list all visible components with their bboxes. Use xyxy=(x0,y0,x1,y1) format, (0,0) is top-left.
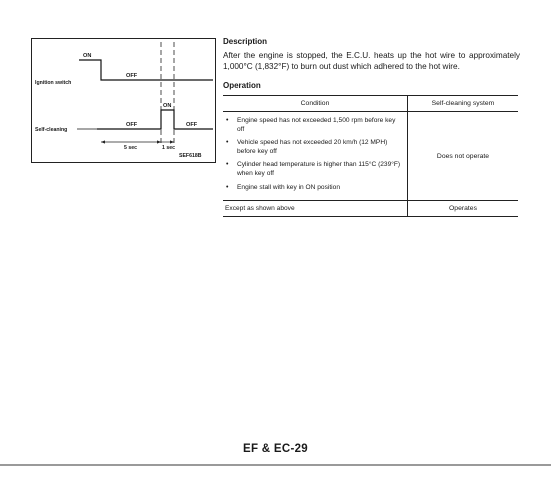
dim-5sec-label: 5 sec xyxy=(124,145,137,151)
bullet-icon: • xyxy=(226,161,229,169)
dim-5sec-arrow-left xyxy=(101,140,105,144)
ignition-on-label: ON xyxy=(83,53,91,59)
self-cleaning-waveform xyxy=(97,109,213,130)
page-number: EF & EC-29 xyxy=(243,443,308,455)
list-item: • Engine speed has not exceeded 1,500 rpm… xyxy=(225,117,403,134)
condition-text: Vehicle speed has not exceeded 20 km/h (… xyxy=(237,139,388,155)
operation-table: Condition Self-cleaning system • Engine s… xyxy=(223,95,518,218)
result-does-not-operate: Does not operate xyxy=(436,152,490,160)
dim-1sec-arrow xyxy=(170,140,174,144)
result-operates: Operates xyxy=(407,200,518,218)
condition-text: Cylinder head temperature is higher than… xyxy=(237,161,401,177)
condition-text: Engine stall with key in ON position xyxy=(237,183,340,191)
content-column: Description After the engine is stopped,… xyxy=(223,36,520,218)
operation-heading: Operation xyxy=(223,81,261,90)
bullet-icon: • xyxy=(226,183,229,191)
except-cell: Except as shown above xyxy=(223,200,408,218)
bullet-icon: • xyxy=(226,117,229,124)
col-condition-header: Condition xyxy=(223,95,408,112)
dim-1sec-label: 1 sec xyxy=(162,145,175,151)
footer-divider xyxy=(0,464,551,466)
timing-diagram-svg: ON OFF Ignition switch Self-cleaning OFF… xyxy=(31,38,216,163)
col-system-header: Self-cleaning system xyxy=(407,95,518,112)
diagram-frame xyxy=(31,38,216,163)
dim-5sec-arrow-right xyxy=(157,140,161,144)
ignition-switch-label: Ignition switch xyxy=(35,80,71,86)
timing-diagram: ON OFF Ignition switch Self-cleaning OFF… xyxy=(31,38,216,163)
self-cleaning-on-label: ON xyxy=(163,103,171,109)
ignition-off-label: OFF xyxy=(126,73,138,79)
description-text: After the engine is stopped, the E.C.U. … xyxy=(223,51,520,71)
ignition-waveform xyxy=(79,59,213,81)
condition-text: Engine speed has not exceeded 1,500 rpm … xyxy=(237,117,396,133)
list-item: • Engine stall with key in ON position xyxy=(225,184,403,193)
conditions-list: • Engine speed has not exceeded 1,500 rpm… xyxy=(225,117,403,192)
table-header-row: Condition Self-cleaning system xyxy=(223,95,518,112)
table-row: Except as shown above Operates xyxy=(223,200,518,218)
description-heading: Description xyxy=(223,37,268,46)
table-row: • Engine speed has not exceeded 1,500 rpm… xyxy=(223,111,518,201)
self-cleaning-label: Self-cleaning xyxy=(35,127,67,133)
list-item: • Cylinder head temperature is higher tha… xyxy=(225,161,403,178)
self-cleaning-off-right-label: OFF xyxy=(186,122,198,128)
self-cleaning-off-left-label: OFF xyxy=(126,122,138,128)
bullet-icon: • xyxy=(226,139,229,147)
figure-code: SEF618B xyxy=(179,153,202,159)
conditions-cell: • Engine speed has not exceeded 1,500 rpm… xyxy=(223,111,408,201)
list-item: • Vehicle speed has not exceeded 20 km/h … xyxy=(225,139,403,156)
